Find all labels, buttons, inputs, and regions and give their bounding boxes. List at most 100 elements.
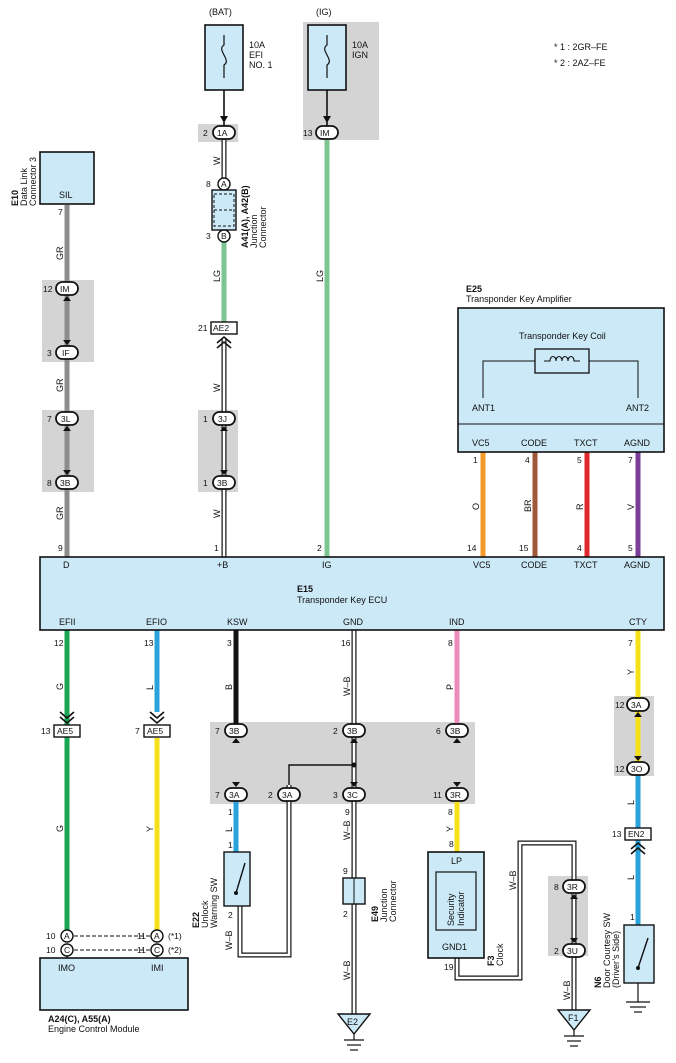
e15-top-agnd: AGND <box>624 560 651 570</box>
connector-en2: EN2 13 <box>612 827 652 855</box>
svg-text:P: P <box>445 684 455 690</box>
e25-num-code: 4 <box>525 455 530 465</box>
svg-text:IM: IM <box>60 284 69 294</box>
svg-text:3R: 3R <box>450 790 461 800</box>
svg-text:G: G <box>55 683 65 690</box>
n6-name-1: Door Courtesy SW <box>602 912 612 988</box>
n6-ground-icon <box>626 1001 650 1013</box>
e25-num-txct: 5 <box>577 455 582 465</box>
e25-pin-vc5: VC5 <box>472 438 490 448</box>
svg-text:LG: LG <box>212 270 222 282</box>
e15-top-vc5: VC5 <box>473 560 491 570</box>
svg-text:2: 2 <box>268 790 273 800</box>
svg-text:11: 11 <box>433 790 442 800</box>
e15-top-d: D <box>63 560 70 570</box>
svg-text:L: L <box>145 685 155 690</box>
svg-text:W–B: W–B <box>562 980 572 1000</box>
connector-im-gr: IM 12 <box>43 281 79 296</box>
efi-fuse-rating: 10A <box>249 40 265 50</box>
e49-pin2: 2 <box>343 909 348 919</box>
e10-pin-name: SIL <box>59 190 73 200</box>
svg-text:GR: GR <box>55 246 65 260</box>
svg-text:3L: 3L <box>61 414 71 424</box>
connector-c-ecm-g: C 10 <box>46 943 74 957</box>
svg-text:12: 12 <box>615 764 625 774</box>
svg-text:Y: Y <box>145 826 155 832</box>
svg-text:3J: 3J <box>218 414 227 424</box>
e15-bot-efio: EFIO <box>146 617 167 627</box>
shade-center-junction <box>210 722 475 804</box>
svg-text:3O: 3O <box>631 764 643 774</box>
e15-botnum-7: 7 <box>628 638 633 648</box>
wire-wb-gnd1 <box>454 840 577 1010</box>
f3-name: Clock <box>495 943 505 966</box>
pin-e10-7: 7 <box>58 207 63 217</box>
svg-text:10: 10 <box>46 931 56 941</box>
ign-fuse-icon <box>324 35 330 78</box>
ecm-code: A24(C), A55(A) <box>48 1014 111 1024</box>
svg-text:A: A <box>64 931 70 941</box>
e10-box <box>39 151 95 205</box>
svg-text:7: 7 <box>47 414 52 424</box>
connector-3r-f1: 3R 8 <box>554 879 586 894</box>
e25-box <box>457 307 665 453</box>
svg-text:3B: 3B <box>347 726 358 736</box>
svg-text:L: L <box>224 827 234 832</box>
svg-text:11: 11 <box>137 931 146 941</box>
svg-text:3C: 3C <box>347 790 358 800</box>
svg-text:12: 12 <box>43 284 53 294</box>
svg-text:1A: 1A <box>217 128 228 138</box>
svg-text:3B: 3B <box>217 478 228 488</box>
ecm-note-2: (*2) <box>168 945 182 955</box>
e25-ant1: ANT1 <box>472 403 495 413</box>
ground-e2-label: E2 <box>347 1017 358 1027</box>
e15-bot-cty: CTY <box>629 617 647 627</box>
svg-text:8: 8 <box>47 478 52 488</box>
e15-botnum-3: 3 <box>227 638 232 648</box>
connector-3a-branch: 3A 2 <box>268 787 301 802</box>
svg-text:W–B: W–B <box>342 960 352 980</box>
connector-ae5-l: AE5 7 <box>135 711 171 738</box>
svg-text:21: 21 <box>198 323 208 333</box>
connector-3l: 3L 7 <box>47 411 79 426</box>
ign-fuse-box <box>307 24 347 91</box>
connector-3r-ind: 3R 11 <box>433 787 469 802</box>
f3-inner-1: Security <box>446 893 456 926</box>
connector-a-ecm-g: A 10 <box>46 929 74 943</box>
e10-name-2: Connector 3 <box>28 157 38 206</box>
connector-a-ecm-y: A 11 <box>137 929 164 943</box>
coil-icon <box>544 355 580 362</box>
e22-name-1: Unlock <box>200 900 210 928</box>
svg-text:W–B: W–B <box>508 870 518 890</box>
coil-lead-right <box>589 360 639 398</box>
svg-text:3: 3 <box>206 231 211 241</box>
svg-text:B: B <box>224 684 234 690</box>
svg-text:W–B: W–B <box>342 676 352 696</box>
e25-pin-code: CODE <box>521 438 547 448</box>
svg-text:2: 2 <box>554 946 559 956</box>
n6-code: N6 <box>593 976 603 988</box>
svg-text:3A: 3A <box>282 790 293 800</box>
e15-bot-efii: EFII <box>59 617 76 627</box>
connector-1a: 1A 2 <box>203 125 236 140</box>
svg-text:L: L <box>626 875 636 880</box>
connector-b: B 3 <box>206 229 231 243</box>
svg-text:A: A <box>154 931 160 941</box>
a41-name-1: Junction <box>249 214 259 248</box>
connector-3a-cty: 3A 12 <box>615 697 650 712</box>
ig-label: (IG) <box>316 7 332 17</box>
svg-text:7: 7 <box>215 726 220 736</box>
f3-pin-lp: 8 <box>449 839 454 849</box>
ign-fuse-rating: 10A <box>352 40 368 50</box>
f3-gnd1: GND1 <box>442 942 467 952</box>
n6-switch-arm <box>637 937 649 969</box>
svg-text:AE5: AE5 <box>57 726 73 736</box>
efi-arrow <box>220 116 228 123</box>
e15-botnum-12: 12 <box>54 638 64 648</box>
svg-text:EN2: EN2 <box>628 829 645 839</box>
svg-text:13: 13 <box>41 726 51 736</box>
e15-botnum-8: 8 <box>448 638 453 648</box>
n6-name-2: (Driver’s Side) <box>611 931 621 988</box>
svg-text:O: O <box>471 503 481 510</box>
svg-text:3U: 3U <box>567 946 578 956</box>
